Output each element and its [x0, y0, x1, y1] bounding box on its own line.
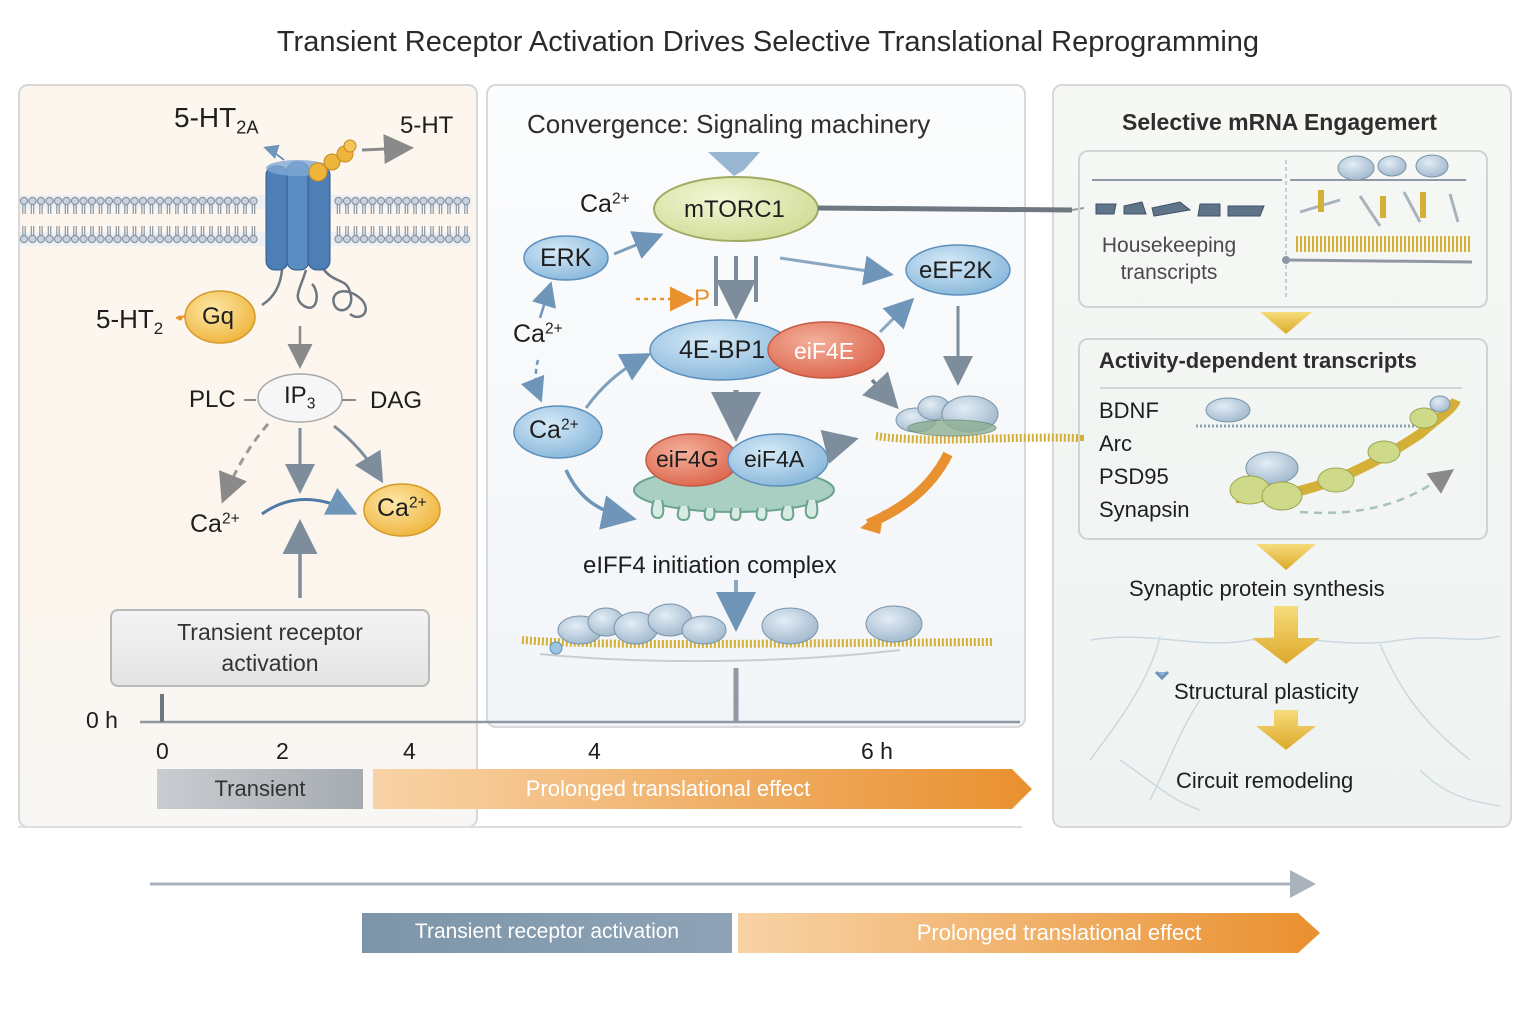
ip3-label: IP3 — [284, 382, 316, 413]
transcript-synapsin: Synapsin — [1099, 497, 1190, 522]
panel-bottom-border — [18, 826, 1022, 828]
timeline-zero-label: 0 h — [86, 707, 118, 733]
transcript-psd95: PSD95 — [1099, 464, 1169, 489]
ca-top-label: Ca2+ — [580, 190, 630, 218]
transient-activation-box: Transient receptor activation — [110, 609, 430, 687]
tick-0: 0 — [156, 738, 169, 764]
receptor-5ht2a — [265, 160, 331, 271]
transient-bar — [157, 769, 363, 809]
receptor2-label: 5-HT2 — [96, 304, 164, 338]
ca-right-label: Ca2+ — [377, 494, 427, 522]
prolonged-bar — [373, 769, 1032, 809]
activity-transcript-illustration — [1100, 387, 1462, 515]
ca-left-label: Ca2+ — [190, 510, 240, 538]
ca-node-label: Ca2+ — [529, 416, 579, 444]
ca-mid-label: Ca2+ — [513, 320, 563, 348]
phospho-label: P — [694, 285, 711, 312]
polysome-lower — [521, 603, 993, 663]
ca-yellow-node — [363, 483, 441, 537]
erk-node — [523, 235, 609, 281]
cell-membrane — [19, 195, 472, 246]
ligand-label: 5-HT — [400, 112, 454, 139]
plc-label: PLC — [189, 386, 236, 413]
transcript-bdnf: BDNF — [1099, 398, 1159, 423]
eif4g-label: eiF4G — [656, 446, 719, 472]
initiation-complex-label: eIFF4 initiation complex — [583, 552, 837, 579]
transient-bar-label: Transient — [214, 776, 306, 801]
housekeeping-label: Housekeeping transcripts — [1101, 234, 1237, 284]
dag-label: DAG — [370, 387, 423, 414]
ribosome-cluster-upper — [875, 395, 1079, 444]
tick-4b: 4 — [588, 738, 601, 764]
activity-heading: Activity-dependent transcripts — [1099, 348, 1417, 373]
erk-label: ERK — [540, 244, 592, 272]
convergence-heading: Convergence: Signaling machinery — [527, 109, 931, 139]
figure-title: Transient Receptor Activation Drives Sel… — [276, 26, 1260, 58]
mtorc1-label: mTORC1 — [684, 196, 785, 223]
tick-6h: 6 h — [861, 738, 893, 764]
eef2k-node — [905, 244, 1011, 296]
gq-label: Gq — [202, 303, 235, 330]
prolonged-bar-label: Prolonged translational effect — [525, 776, 811, 801]
cascade-protein-synthesis: Synaptic protein synthesis — [1129, 576, 1385, 601]
ca-blue-node — [513, 405, 603, 459]
eif4a-label: eiF4A — [744, 446, 805, 472]
housekeeping-box — [1078, 150, 1488, 308]
ligand-5ht — [308, 139, 357, 182]
ip3-node — [257, 373, 343, 423]
receptor-label: 5-HT2A — [174, 102, 259, 138]
4ebp1-label: 4E-BP1 — [679, 336, 766, 364]
eif4e-node — [767, 321, 885, 379]
housekeeping-illustration — [1092, 154, 1473, 300]
cascade-structural-plasticity: Structural plasticity — [1174, 679, 1359, 704]
selective-mrna-heading: Selective mRNA Engagemert — [1122, 109, 1437, 135]
bottom-transient-label: Transient receptor activation — [414, 920, 680, 943]
cascade-circuit-remodeling: Circuit remodeling — [1176, 768, 1354, 793]
tick-2: 2 — [276, 738, 289, 764]
orange-arrowhead — [860, 510, 884, 534]
eif4f-complex — [633, 433, 835, 522]
bottom-prolonged-bar — [738, 913, 1320, 953]
bottom-transient-bar — [362, 913, 732, 953]
transcript-arc: Arc — [1099, 431, 1132, 456]
tick-4a: 4 — [403, 738, 416, 764]
eef2k-label: eEF2K — [919, 257, 993, 284]
eif4e-label: eiF4E — [794, 338, 855, 364]
activity-dependent-box — [1078, 338, 1488, 540]
